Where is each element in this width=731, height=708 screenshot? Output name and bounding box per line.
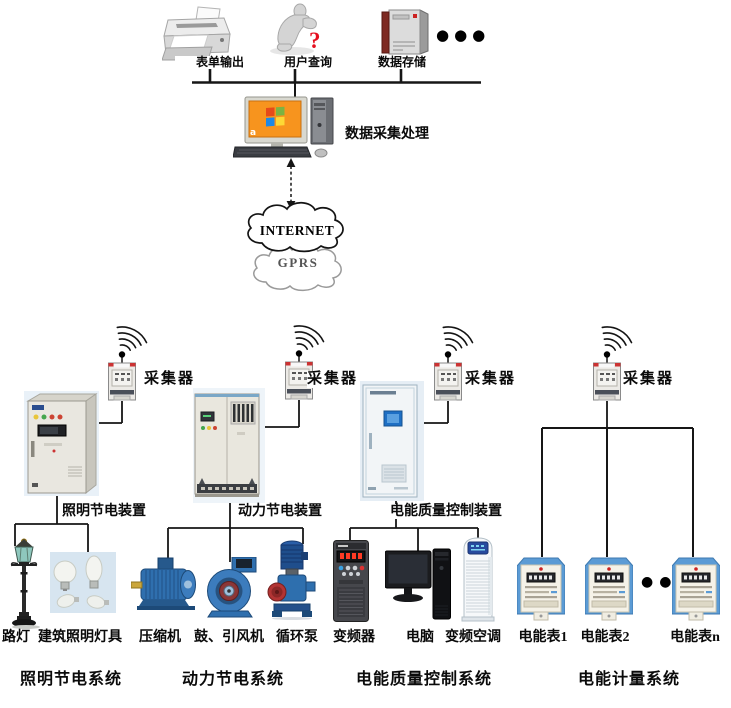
meter-2-label: 电能表2 [576,630,634,646]
internet-label: INTERNET [259,223,335,238]
user-query-icon [270,3,317,55]
arrow-up-icon [286,158,296,167]
pump-icon [267,540,316,620]
collector-2-icon [285,325,325,400]
collector-1-icon [108,326,148,401]
meter-1-label: 电能表1 [514,630,572,646]
meter-n-label: 电能表n [666,630,724,646]
meter-1-icon [517,557,565,621]
metering-system-label: 电能计量系统 [569,671,689,689]
power-quality-cabinet [360,381,424,501]
quality-system-label: 电能质量控制系统 [349,671,499,689]
building-lights-icon [50,552,116,613]
collector-4-label: 采集器 [623,371,675,388]
street-lamp-label: 路灯 [0,630,34,646]
user-query-label: 用户查询 [263,55,353,70]
compressor-icon [131,557,196,610]
gprs-cloud [253,243,342,292]
pump-label: 循环泵 [270,630,324,646]
data-storage-icon [381,9,429,55]
building-lights-label: 建筑照明灯具 [32,630,128,646]
air-conditioner-icon [461,537,495,622]
street-lamp-icon [10,538,40,629]
form-output-label: 表单输出 [175,55,265,70]
desktop-pc-icon [385,548,451,620]
meter-ellipsis: ●● [641,574,678,590]
collector-1-label: 采集器 [144,371,196,388]
internet-cloud [247,201,344,253]
processing-label: 数据采集处理 [345,127,429,143]
collector-2-label: 采集器 [307,371,359,388]
meter-2-icon [585,557,633,621]
computer-label: 电脑 [403,630,437,646]
gprs-label: GPRS [277,255,319,270]
collector-4-icon [593,326,633,401]
fan-label: 鼓、引风机 [191,630,267,646]
power-device-label: 动力节电装置 [238,504,322,520]
data-storage-label: 数据存储 [357,55,447,70]
top-ellipsis: ●●● [436,26,491,44]
compressor-label: 压缩机 [133,630,187,646]
question-mark: ? [309,28,321,53]
quality-device-label: 电能质量控制装置 [390,504,502,520]
ac-label: 变频空调 [442,630,504,646]
fan-icon [207,557,257,618]
printer-icon [162,6,231,61]
screen-watermark: a [250,128,257,138]
power-saving-cabinet [193,388,265,503]
inverter-label: 变频器 [327,630,381,646]
lighting-system-label: 照明节电系统 [11,671,131,689]
lighting-saving-cabinet [24,391,99,496]
lighting-device-label: 照明节电装置 [62,504,146,520]
processing-computer-icon [233,96,334,158]
collector-3-icon [434,326,474,401]
inverter-icon [333,540,369,622]
power-system-label: 动力节电系统 [173,671,293,689]
meter-n-icon [672,557,720,621]
collector-3-label: 采集器 [465,371,517,388]
